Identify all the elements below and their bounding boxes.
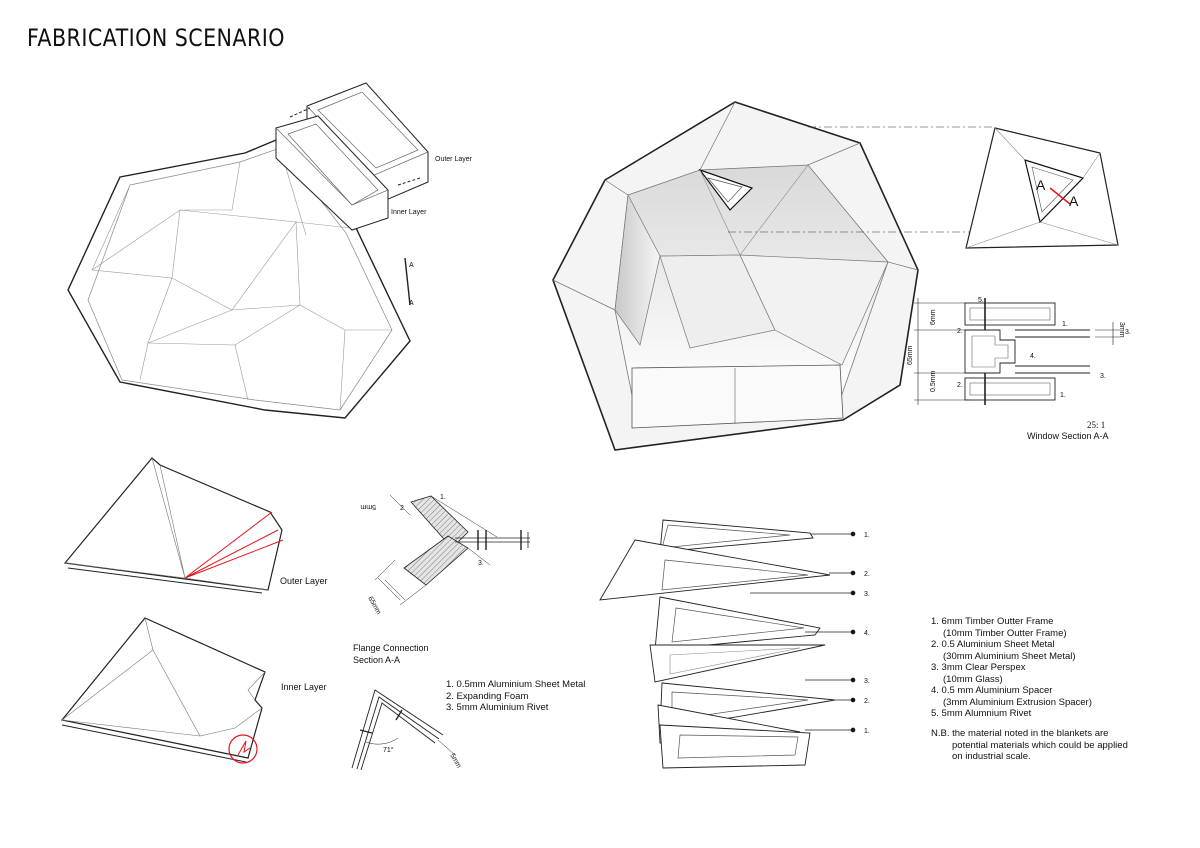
note-line: N.B. the material noted in the blankets … <box>931 728 1109 739</box>
flange-callout-2: 2 <box>400 505 404 512</box>
window-callout-2b: 2. <box>957 382 963 389</box>
window-callout-2a: 2. <box>957 328 963 335</box>
flange-callout-3: 3. <box>478 560 484 567</box>
flange-legend: 1. 0.5mm Aluminium Sheet Metal 2. Expand… <box>446 679 585 714</box>
material-item: 4. 0.5 mm Aluminium Spacer <box>931 685 1053 696</box>
exploded-leader-lines <box>750 531 856 733</box>
exploded-callout-3a: 3. <box>864 591 870 598</box>
material-alt: (10mm Timber Outter Frame) <box>943 627 1067 639</box>
note-line: on industrial scale. <box>952 751 1031 762</box>
flange-dim-5mm-top: 5mm <box>360 503 376 510</box>
flange-corner-section <box>351 689 456 771</box>
window-scale: 25: 1 <box>1087 420 1105 430</box>
material-alt: (30mm Aluminium Sheet Metal) <box>943 650 1076 662</box>
window-section-caption: Window Section A-A <box>1027 431 1109 441</box>
window-callout-1b: 1. <box>1060 392 1066 399</box>
window-callout-1a: 1. <box>1062 321 1068 328</box>
materials-list: 1. 6mm Timber Outter Frame (10mm Timber … <box>931 616 1092 720</box>
section-mark-top: A <box>409 262 414 269</box>
outer-layer-unfolded <box>63 457 284 594</box>
exploded-callout-2b: 2. <box>864 698 870 705</box>
material-item: 1. 6mm Timber Outter Frame <box>931 616 1054 627</box>
exploded-callout-4: 4. <box>864 630 870 637</box>
note-line: potential materials which could be appli… <box>952 739 1128 751</box>
exploded-callout-3b: 3. <box>864 678 870 685</box>
window-layers-exploded <box>275 82 429 306</box>
flange-connection-detail <box>374 494 530 606</box>
flange-caption-line2: Section A-A <box>353 655 400 665</box>
window-dim-3mm: 3mm <box>1118 322 1125 338</box>
flange-legend-item: 1. 0.5mm Aluminium Sheet Metal <box>446 679 586 690</box>
flange-callout-1: 1. <box>440 494 446 501</box>
material-alt: (10mm Glass) <box>943 673 1003 685</box>
outer-layer-callout: Outer Layer <box>435 156 473 163</box>
exploded-window-assembly <box>599 519 836 769</box>
page-title: FABRICATION SCENARIO <box>27 24 285 52</box>
flange-dim-5mm-corner: 5mm <box>448 753 462 770</box>
window-dim-05mm: 0.5mm <box>930 370 937 392</box>
material-item: 3. 3mm Clear Perspex <box>931 662 1026 673</box>
window-callout-3a: 3. <box>1100 373 1106 380</box>
window-dim-6mm: 6mm <box>930 309 937 325</box>
flange-caption-line1: Flange Connection <box>353 643 429 653</box>
material-alt: (3mm Aluminium Extrusion Spacer) <box>943 696 1092 708</box>
outer-layer-label: Outer Layer <box>280 576 328 586</box>
window-section-mark-a1: A <box>1036 177 1046 193</box>
material-item: 5. 5mm Alumnium Rivet <box>931 708 1032 719</box>
section-mark-bottom: A <box>409 300 414 307</box>
materials-note: N.B. the material noted in the blankets … <box>931 728 1128 763</box>
material-item: 2. 0.5 Aluminium Sheet Metal <box>931 639 1055 650</box>
window-dim-65mm: 65mm <box>907 345 914 365</box>
flange-legend-item: 3. 5mm Aluminium Rivet <box>446 702 549 713</box>
inner-layer-unfolded <box>60 617 266 764</box>
exploded-callout-1b: 1. <box>864 728 870 735</box>
flange-dim-65mm: 65mm <box>366 596 382 616</box>
pod-interior-render <box>552 101 919 451</box>
window-triangle-detail: A A <box>965 127 1119 249</box>
flange-angle: 71° <box>383 746 394 754</box>
inner-layer-callout: Inner Layer <box>391 209 427 216</box>
window-callout-4: 4. <box>1030 353 1036 360</box>
inner-layer-label: Inner Layer <box>281 682 327 692</box>
flange-legend-item: 2. Expanding Foam <box>446 690 529 702</box>
window-callout-5: 5. <box>978 297 984 304</box>
exploded-callout-1a: 1. <box>864 532 870 539</box>
window-section-drawing <box>914 298 1120 405</box>
window-callout-3b: 3. <box>1125 329 1131 336</box>
exploded-callout-2a: 2. <box>864 571 870 578</box>
window-section-mark-a2: A <box>1069 193 1079 209</box>
